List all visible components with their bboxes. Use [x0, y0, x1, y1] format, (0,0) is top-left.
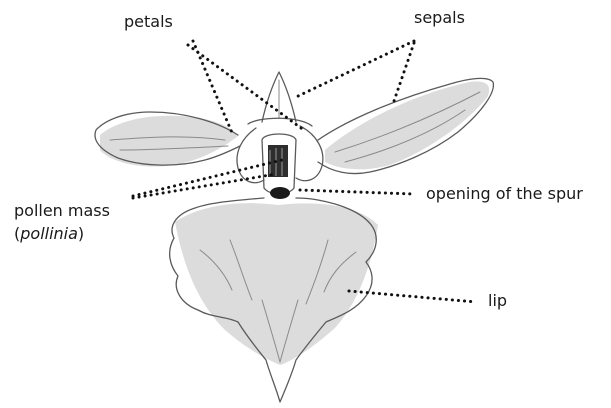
- leader-lip: [349, 291, 476, 302]
- pollinia-term: pollinia: [20, 224, 78, 243]
- spur-opening-mark: [270, 187, 290, 199]
- label-petals: petals: [124, 14, 173, 30]
- column: [262, 134, 296, 199]
- label-pollen-mass: pollen mass: [14, 203, 110, 219]
- label-opening-of-spur: opening of the spur: [426, 186, 583, 202]
- leader-sepals-1: [294, 41, 414, 98]
- label-sepals: sepals: [414, 10, 465, 26]
- dorsal-sepal: [262, 72, 296, 122]
- pollinia-mark: [268, 145, 288, 177]
- paren-close: ): [78, 224, 84, 243]
- label-pollinia: (pollinia): [14, 226, 84, 242]
- label-lip: lip: [488, 293, 507, 309]
- right-sepal: [318, 78, 493, 173]
- leader-petals-2: [188, 45, 305, 131]
- lip-shape: [170, 198, 378, 402]
- leader-spur: [300, 190, 414, 194]
- left-sepal: [95, 112, 240, 167]
- leader-sepals-2: [394, 43, 414, 101]
